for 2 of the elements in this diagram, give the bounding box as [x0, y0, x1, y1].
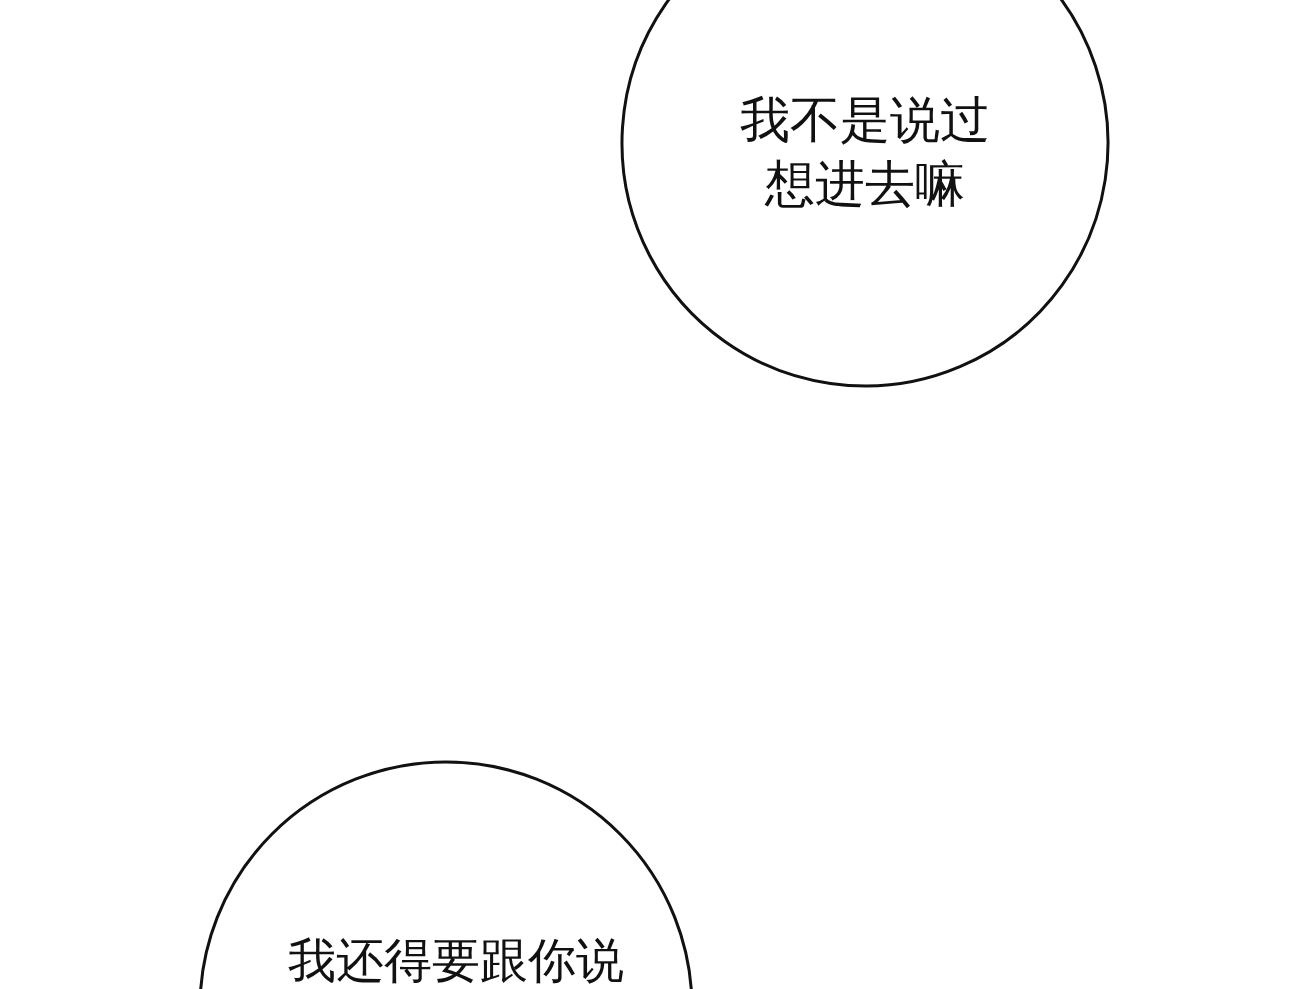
speech-text: 我不是说过想进去嘛	[739, 90, 991, 215]
speech-text: 我还得要跟你说	[287, 931, 625, 989]
